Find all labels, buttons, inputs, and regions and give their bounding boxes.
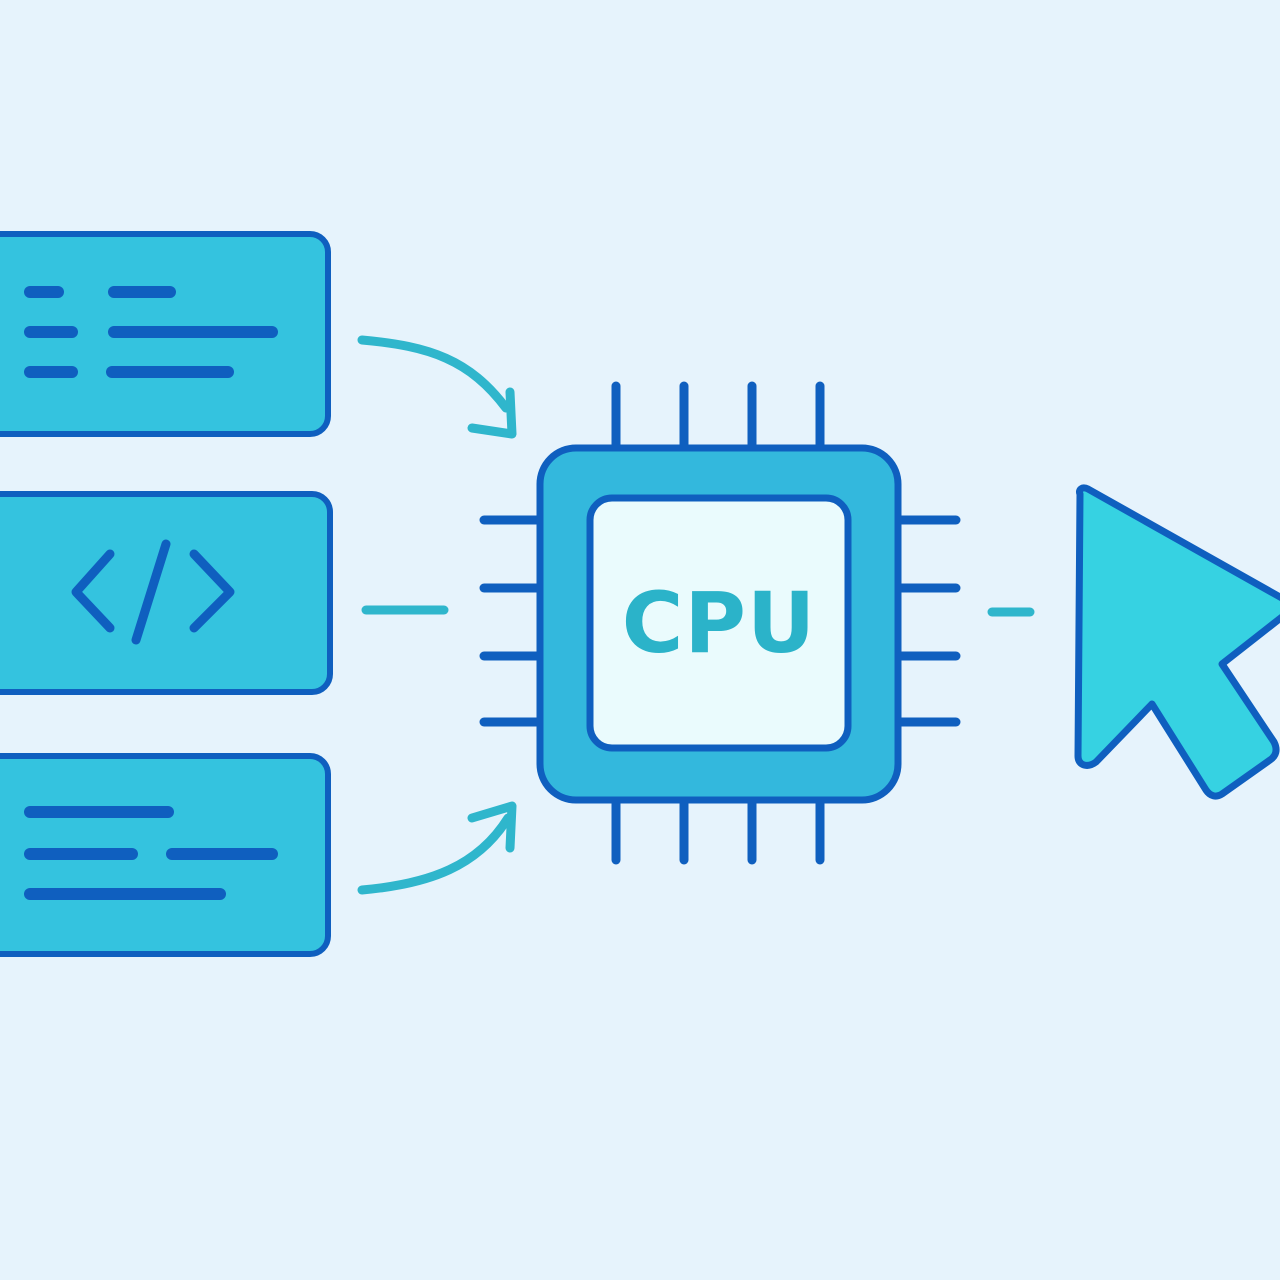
arrow-top-to-cpu: [357, 335, 511, 413]
list-document-icon: [0, 231, 331, 437]
cpu-core: [586, 494, 852, 752]
cpu-label: CPU: [622, 574, 816, 672]
code-brackets-icon: [0, 491, 333, 695]
arrow-bottom-to-cpu: [357, 813, 513, 895]
mouse-pointer-icon: [1074, 484, 1280, 800]
cpu-chip-icon: CPU: [479, 381, 961, 865]
arrowhead-top: [467, 387, 517, 439]
text-document-icon: [0, 753, 331, 957]
code-left-bracket: [71, 549, 115, 633]
arrowhead-bottom: [467, 801, 517, 853]
code-right-bracket: [189, 549, 235, 633]
panel-bottom: [0, 753, 331, 957]
code-slash: [131, 539, 171, 645]
panel-middle: [0, 491, 333, 695]
cursor-shape: [1074, 484, 1280, 800]
